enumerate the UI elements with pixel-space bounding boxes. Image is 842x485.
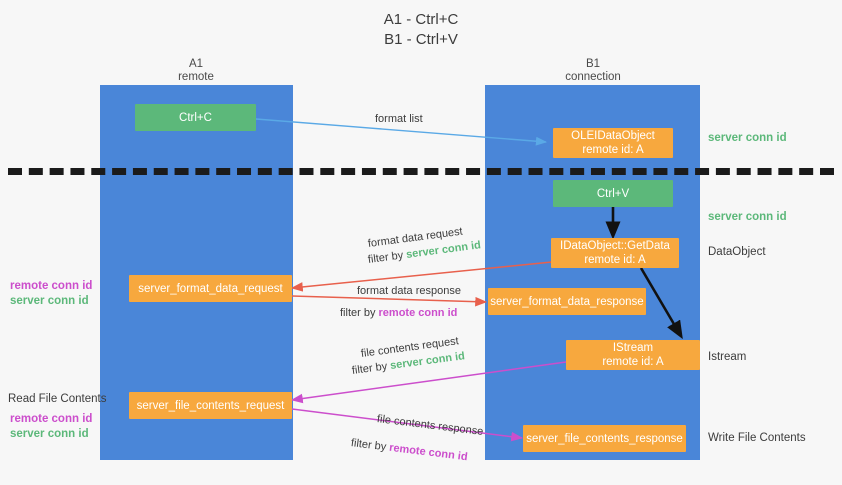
- phase-divider: [8, 168, 834, 175]
- diagram-title: A1 - Ctrl+C B1 - Ctrl+V: [0, 10, 842, 50]
- box-server-format-data-response[interactable]: server_format_data_response: [488, 288, 646, 315]
- box-ctrl-v[interactable]: Ctrl+V: [553, 180, 673, 207]
- format-data-request-filter-prefix: filter by: [367, 249, 407, 266]
- label-server-conn-id-mid: server conn id: [708, 211, 787, 223]
- box-ole-idataobject-sub: remote id: A: [582, 144, 644, 156]
- box-server-file-contents-request-label: server_file_contents_request: [136, 399, 285, 412]
- file-contents-response-filter-prefix: filter by: [350, 437, 390, 454]
- edge-label-format-data-response: format data response: [357, 285, 461, 297]
- title-line-2: B1 - Ctrl+V: [384, 31, 458, 48]
- file-contents-response-filter-value: remote conn id: [388, 441, 469, 464]
- box-istream-label: IStream: [612, 342, 654, 354]
- box-idataobject-getdata-sub: remote id: A: [584, 254, 646, 266]
- label-server-conn-id-top: server conn id: [708, 132, 787, 144]
- label-remote-conn-id-1: remote conn id: [10, 280, 93, 292]
- column-a1-subtitle: remote: [178, 71, 214, 83]
- label-dataobject: DataObject: [708, 246, 766, 258]
- column-a1-name: A1: [188, 58, 204, 70]
- box-server-format-data-request-label: server_format_data_request: [138, 282, 283, 295]
- box-ctrl-v-label: Ctrl+V: [596, 187, 630, 200]
- format-data-response-filter-value: remote conn id: [378, 307, 458, 319]
- box-istream[interactable]: IStream remote id: A: [566, 340, 700, 370]
- box-server-file-contents-response[interactable]: server_file_contents_response: [523, 425, 686, 452]
- edge-label-format-data-response-filter: filter by remote conn id: [340, 305, 457, 321]
- label-istream: Istream: [708, 351, 747, 363]
- title-line-1: A1 - Ctrl+C: [383, 11, 459, 28]
- box-server-file-contents-response-label: server_file_contents_response: [526, 432, 683, 445]
- file-contents-request-filter-prefix: filter by: [351, 360, 391, 377]
- box-ctrl-c[interactable]: Ctrl+C: [135, 104, 256, 131]
- column-header-a1: A1 remote: [116, 58, 276, 84]
- column-b1-subtitle: connection: [565, 71, 621, 83]
- box-server-format-data-request[interactable]: server_format_data_request: [129, 275, 292, 302]
- format-data-response-filter-prefix: filter by: [340, 307, 379, 319]
- box-ctrl-c-label: Ctrl+C: [179, 111, 212, 124]
- box-server-file-contents-request[interactable]: server_file_contents_request: [129, 392, 292, 419]
- box-server-format-data-response-label: server_format_data_response: [490, 295, 644, 308]
- label-write-file-contents: Write File Contents: [708, 432, 806, 444]
- box-ole-idataobject-label: OLEIDataObject: [571, 130, 655, 142]
- label-server-conn-id-1: server conn id: [10, 295, 89, 307]
- edge-label-format-list: format list: [375, 113, 423, 125]
- label-remote-conn-id-2: remote conn id: [10, 413, 93, 425]
- box-istream-sub: remote id: A: [602, 356, 664, 368]
- label-read-file-contents: Read File Contents: [8, 393, 107, 405]
- edge-label-file-contents-response: file contents response: [376, 413, 484, 438]
- column-b1-name: B1: [585, 58, 601, 70]
- box-idataobject-getdata[interactable]: IDataObject::GetData remote id: A: [551, 238, 679, 268]
- column-header-b1: B1 connection: [513, 58, 673, 84]
- label-server-conn-id-2: server conn id: [10, 428, 89, 440]
- edge-label-file-contents-response-filter: filter by remote conn id: [350, 435, 468, 465]
- box-ole-idataobject[interactable]: OLEIDataObject remote id: A: [553, 128, 673, 158]
- box-idataobject-getdata-label: IDataObject::GetData: [560, 240, 670, 252]
